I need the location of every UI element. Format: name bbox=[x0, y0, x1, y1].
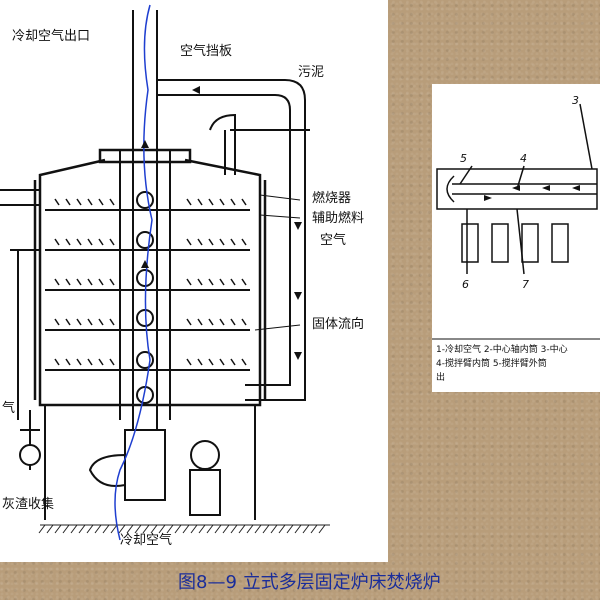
label-ash-collection: 灰渣收集 bbox=[2, 497, 55, 512]
label-solid-flow: 固体流向 bbox=[312, 317, 365, 332]
hearths bbox=[45, 209, 250, 371]
furnace-shell bbox=[33, 148, 267, 407]
legend-line-3: 出 bbox=[436, 373, 446, 383]
callout-5: 5 bbox=[460, 152, 467, 165]
callout-6: 6 bbox=[462, 278, 469, 291]
figure-caption: 图8—9 立式多层固定炉床焚烧炉 bbox=[178, 572, 441, 593]
arm-hubs bbox=[136, 191, 154, 404]
legend-line-1: 1-冷却空气 2-中心轴内筒 3-中心 bbox=[436, 345, 568, 355]
ground bbox=[38, 524, 330, 534]
label-air: 空气 bbox=[320, 233, 347, 248]
left-duct bbox=[0, 189, 41, 470]
airflow-path bbox=[114, 4, 153, 541]
main-diagram-panel: 冷却空气出口 空气挡板 污泥 燃烧器 辅助燃料 空气 固体流向 气 灰渣收集 冷… bbox=[0, 0, 388, 562]
label-cooling-air-inlet: 冷却空气 bbox=[120, 533, 173, 548]
side-diagram-panel: 3 4 5 6 7 1-冷却空气 2-中心轴内筒 3-中心 4-搅拌臂内筒 5-… bbox=[432, 84, 600, 392]
callout-3: 3 bbox=[572, 94, 579, 107]
label-aux-fuel: 辅助燃料 bbox=[312, 211, 365, 226]
cooling-fan bbox=[88, 429, 221, 516]
callout-4: 4 bbox=[520, 152, 527, 165]
flow-arrows bbox=[141, 86, 302, 360]
label-cooling-air-outlet: 冷却空气出口 bbox=[12, 29, 91, 44]
legend-line-2: 4-搅拌臂内筒 5-搅拌臂外筒 bbox=[436, 359, 547, 369]
incinerator-drawing bbox=[0, 4, 330, 541]
exhaust-duct bbox=[157, 79, 306, 401]
rabble-arm-drawing bbox=[432, 103, 600, 340]
label-burner: 燃烧器 bbox=[312, 191, 352, 206]
label-sludge: 污泥 bbox=[298, 65, 325, 80]
label-air-left: 气 bbox=[2, 401, 16, 416]
rabble-arms bbox=[54, 198, 247, 366]
leader-lines bbox=[254, 194, 301, 331]
legs bbox=[44, 405, 256, 520]
label-air-baffle: 空气挡板 bbox=[180, 44, 233, 59]
callout-7: 7 bbox=[522, 278, 529, 291]
